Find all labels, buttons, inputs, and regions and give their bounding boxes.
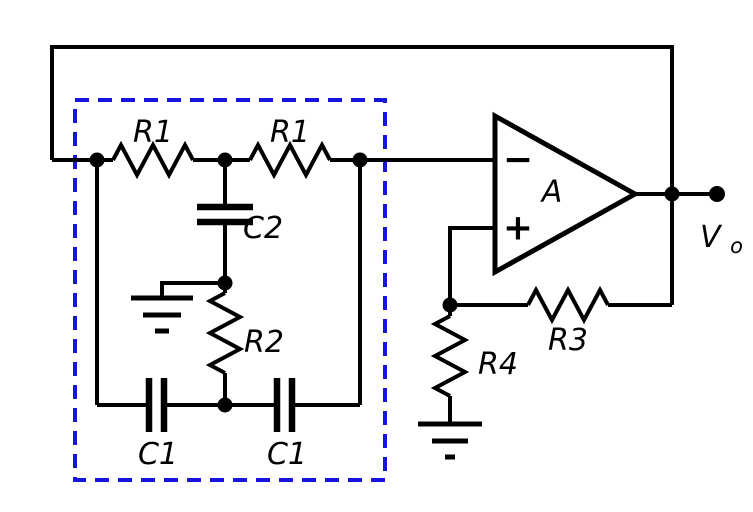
resistor-zigzag <box>526 285 610 325</box>
junction-dot <box>217 397 233 413</box>
noninverting-input-wire <box>448 226 495 305</box>
resistor-zigzag <box>111 140 195 180</box>
resistor-r2: R2 <box>205 283 284 405</box>
capacitor-c1-left: C1 <box>97 378 178 472</box>
opamp-gain-label: A <box>540 175 563 210</box>
resistor-r3: R3 <box>450 285 672 358</box>
output: V o <box>635 192 743 258</box>
junction-dots <box>89 152 725 413</box>
opamp: − + A <box>492 111 641 277</box>
junction-dot <box>664 186 680 202</box>
opamp-plus-sign: + <box>503 208 533 249</box>
c1-left-label: C1 <box>138 437 178 472</box>
r2-label: R2 <box>244 325 284 360</box>
capacitor-c2: C2 <box>197 160 283 283</box>
opamp-triangle <box>492 111 641 277</box>
junction-dot <box>442 297 458 313</box>
resistor-r4: R4 <box>418 305 518 460</box>
vo-label-sub: o <box>730 234 743 258</box>
twin-t-ground <box>131 281 225 334</box>
resistor-r1-left: R1 <box>111 115 195 180</box>
output-terminal-dot <box>709 186 725 202</box>
vo-label: V o <box>700 220 743 258</box>
r3-label: R3 <box>548 323 588 358</box>
vo-label-main: V <box>700 220 723 255</box>
resistor-zigzag <box>205 291 245 375</box>
ground-symbol <box>131 295 193 334</box>
r1-left-label: R1 <box>133 115 173 150</box>
capacitor-c1-right: C1 <box>267 378 360 472</box>
resistor-zigzag <box>430 314 470 398</box>
junction-dot <box>352 152 368 168</box>
opamp-minus-sign: − <box>503 140 533 181</box>
r1-right-label: R1 <box>270 115 310 150</box>
feedback-loop-wire <box>50 45 674 305</box>
c2-label: C2 <box>243 211 283 246</box>
r4-label: R4 <box>478 347 518 382</box>
ground-symbol <box>418 421 482 460</box>
resistor-zigzag <box>248 140 332 180</box>
junction-dot <box>217 152 233 168</box>
resistor-r1-right: R1 <box>248 115 332 180</box>
junction-dot <box>217 275 233 291</box>
junction-dot <box>89 152 105 168</box>
c1-right-label: C1 <box>267 437 307 472</box>
wire-segment <box>160 281 225 298</box>
